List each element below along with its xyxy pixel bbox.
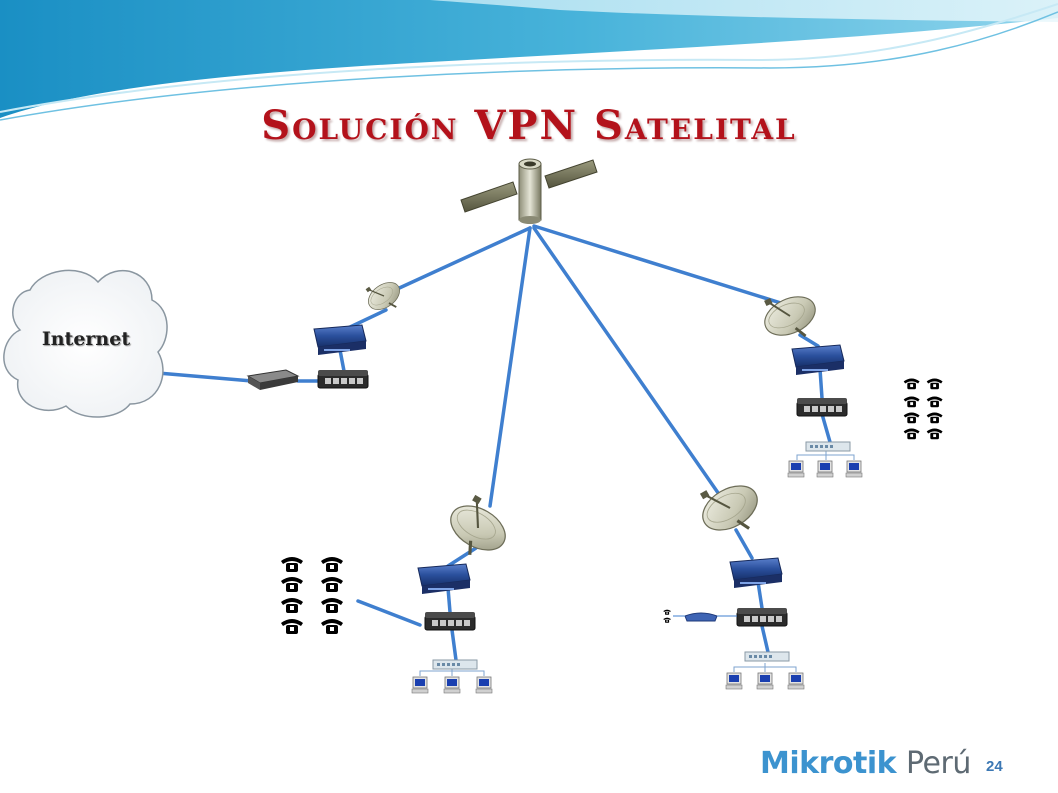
link-router-rb-hq [338,348,346,373]
ata-adapter-icon [684,612,718,622]
link-sat-site-right [532,224,786,306]
slide-title: Solución VPN Satelital [261,102,797,149]
link-sat-site-center [532,226,725,502]
brand-logo: Mikrotik Perú [760,746,971,781]
page-number: 24 [986,758,1003,775]
link-sat-site-left [488,226,532,508]
cloud-icon [3,269,168,418]
site-center [663,468,805,690]
phone-bank-left [281,557,343,634]
header-wave [0,0,1058,121]
link-dish-router-c [734,528,754,560]
link-phones-l [356,599,422,627]
hq-site [246,271,409,390]
link-internet [144,370,254,383]
link-rb-sw-r [820,412,832,444]
pc-lines-right [796,451,855,460]
phone-bank-right [903,378,943,440]
link-dish-router-hq [346,308,388,330]
link-dish-router-r [798,333,820,348]
brand-peru: Perú [906,746,971,781]
link-router-rb-l [446,586,452,614]
brand-mikrotik: Mikrotik [760,746,897,781]
link-router-rb-r [818,367,824,400]
pc-lines-center [733,663,797,672]
phone-small-center [663,609,671,623]
link-router-rb-c [756,580,764,610]
link-rb-sw-c [760,624,770,654]
site-right [754,280,943,478]
links [144,224,832,662]
site-left [281,488,519,694]
link-dish-router-l [446,546,478,568]
modem-icon [246,369,300,390]
link-sat-hq [393,226,532,292]
internet-label: Internet [41,328,131,350]
link-rb-sw-l [450,628,458,662]
satellite-icon [460,158,598,224]
